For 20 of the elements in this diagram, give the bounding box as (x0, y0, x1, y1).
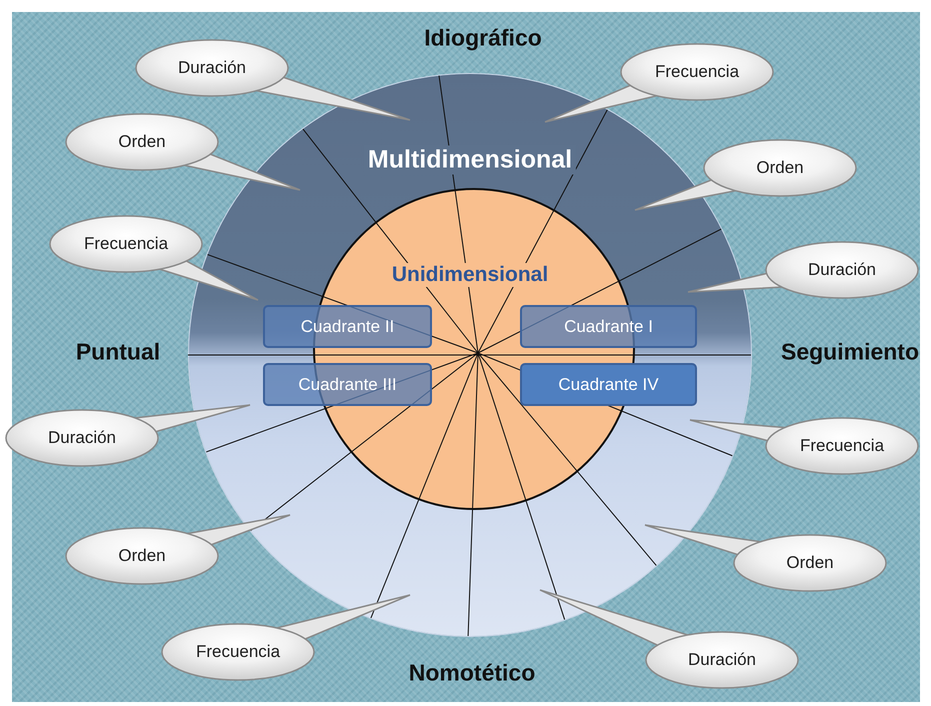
bubble-text: Orden (118, 546, 166, 566)
bubble-text: Frecuencia (84, 234, 168, 254)
bubble-text: Duración (178, 58, 246, 78)
quadrant-button: Cuadrante III (263, 363, 432, 406)
axis-label: Idiográfico (424, 24, 542, 52)
quadrant-button: Cuadrante II (263, 305, 432, 348)
bubble-text: Orden (118, 132, 166, 152)
bubble-text: Duración (688, 650, 756, 670)
axis-label: Nomotético (408, 660, 536, 686)
bubble-text: Frecuencia (800, 436, 884, 456)
axis-label: Puntual (76, 338, 160, 366)
bubble-text: Duración (48, 428, 116, 448)
axis-label: Seguimiento (781, 338, 919, 366)
bubble-text: Frecuencia (654, 62, 740, 82)
bubble-text: Duración (808, 260, 876, 280)
quadrant-button: Cuadrante I (520, 305, 697, 348)
quadrant-button: Cuadrante IV (520, 363, 697, 406)
bubble-text: Orden (756, 158, 804, 178)
bubble-text: Orden (786, 553, 834, 573)
bubble-text: Frecuencia (196, 642, 280, 662)
